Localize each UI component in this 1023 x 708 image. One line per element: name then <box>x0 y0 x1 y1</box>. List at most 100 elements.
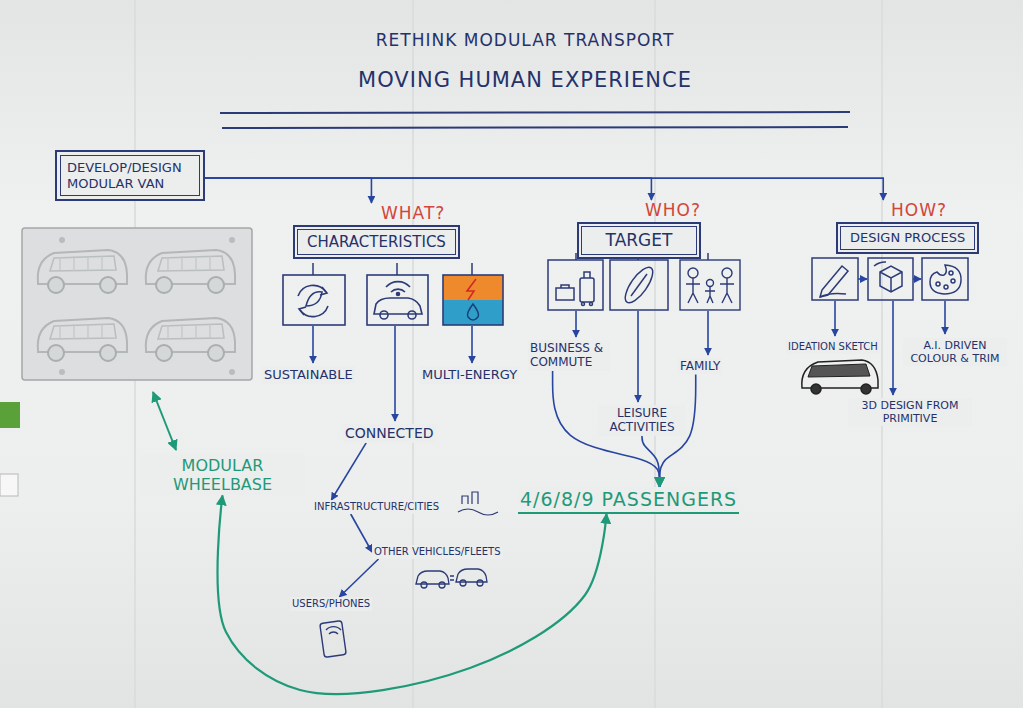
characteristics-links-part <box>312 263 314 275</box>
city-icon <box>458 492 498 515</box>
business-icon-part <box>561 285 569 288</box>
board-seam-part <box>412 0 414 708</box>
city-icon-part <box>462 492 478 504</box>
target-arrows-part <box>637 311 639 402</box>
ideation-van-sketch-part <box>861 384 871 394</box>
characteristics-box: WHAT?CHARACTERISTICS <box>293 203 460 259</box>
van-panel-part <box>229 237 235 243</box>
target-label: FAMILY <box>678 358 722 374</box>
node-text: BUSINESS & COMMUTE <box>528 340 610 371</box>
characteristics-arrows-part <box>394 326 396 421</box>
family-icon-part <box>686 278 700 303</box>
title-box: RETHINK MODULAR TRANSPORT <box>300 30 750 50</box>
ideation-van-sketch <box>802 360 878 394</box>
palette-icon-part <box>930 265 961 294</box>
connector <box>205 178 651 200</box>
target-arrows-part <box>575 311 577 337</box>
connector <box>205 178 883 200</box>
van-panel-part <box>38 318 127 361</box>
business-icon-part <box>580 278 594 302</box>
phone-icon-part <box>320 621 347 658</box>
leisure-icon-part <box>610 260 668 310</box>
sketch-icon-part <box>820 266 848 297</box>
palette-icon-part <box>936 282 940 286</box>
business-icon-part <box>556 288 574 300</box>
cube-icon-part <box>874 262 886 266</box>
palette-icon-part <box>951 279 955 283</box>
board-clip <box>0 402 20 496</box>
wheelbase-pointer <box>153 392 176 450</box>
node-text: 3D DESIGN FROM PRIMITIVE <box>848 398 972 426</box>
vehicles-icon-part <box>477 580 483 586</box>
characteristics-links-part <box>396 263 398 275</box>
box-text: CHARACTERISTICS <box>307 233 446 251</box>
family-icon-part <box>705 287 715 303</box>
vehicles-icon-part <box>456 569 487 582</box>
ideation-van-sketch-part <box>808 364 870 377</box>
design-arrows-part <box>913 278 921 280</box>
node-text: IDEATION SKETCH <box>786 340 880 354</box>
sustainable-icon-part <box>306 292 322 306</box>
box-text: DESIGN PROCESS <box>850 230 965 246</box>
family-icon-part <box>707 280 714 287</box>
diagram-title: RETHINK MODULAR TRANSPORT <box>300 30 750 50</box>
business-icon-part <box>582 303 585 306</box>
family-icon-part <box>688 268 698 278</box>
multi-energy-icon-part <box>443 275 503 300</box>
palette-icon-part <box>949 271 953 275</box>
node-text: DEVELOP/DESIGN MODULAR VAN <box>67 160 193 191</box>
van-panel-part <box>59 369 65 375</box>
target-box: WHO?TARGET <box>577 200 701 259</box>
question-heading: HOW? <box>836 200 979 222</box>
leisure-icon <box>610 260 668 310</box>
target-links-part <box>707 253 709 260</box>
node-text: MULTI-ENERGY <box>420 366 519 384</box>
van-panel-part <box>59 237 65 243</box>
node-text: 4/6/8/9 PASSENGERS <box>518 487 739 514</box>
design-box: DEVELOP/DESIGN MODULAR VAN <box>55 150 205 201</box>
sketch-icon-part <box>820 293 846 297</box>
leisure-icon-part <box>631 274 647 296</box>
characteristics-arrows-part <box>471 326 473 363</box>
board-seam-part <box>881 0 883 708</box>
target-label: LEISURE ACTIVITIES <box>598 405 686 436</box>
design-process-box: HOW? DESIGN PROCESS <box>836 200 979 254</box>
van-panel-part <box>146 250 235 293</box>
connector <box>642 436 660 487</box>
multi-energy-icon <box>443 275 503 325</box>
process-label: A.I. DRIVEN COLOUR & TRIM <box>903 338 1007 366</box>
board-seam-part <box>654 0 656 708</box>
connector <box>205 178 371 203</box>
design-arrows-part <box>944 301 946 334</box>
vehicles-icon-part <box>439 582 445 588</box>
business-icon-part <box>590 303 593 306</box>
box-text: TARGET <box>591 230 687 250</box>
connection-label: OTHER VEHICLES/FLEETS <box>372 545 503 559</box>
connector <box>339 559 378 597</box>
vehicles-icon-part <box>450 576 454 580</box>
trait-label: MULTI-ENERGY <box>420 366 519 384</box>
characteristics-arrows-part <box>312 326 314 363</box>
design-arrows-part <box>834 301 836 336</box>
cube-icon-part <box>868 258 913 300</box>
connection-label: USERS/PHONES <box>290 597 372 611</box>
van-panel-part <box>229 369 235 375</box>
palette-icon <box>922 258 968 300</box>
node-text: A.I. DRIVEN COLOUR & TRIM <box>903 338 1007 366</box>
sketch-icon-part <box>812 258 858 300</box>
node-text: OTHER VEHICLES/FLEETS <box>372 545 503 559</box>
business-icon-part <box>548 260 603 310</box>
phone-icon-part <box>326 627 341 634</box>
label-box: MOVING HUMAN EXPERIENCE <box>290 68 760 93</box>
phone-icon <box>320 621 347 658</box>
sustainable-icon-part <box>300 306 328 317</box>
family-icon-part <box>722 268 732 278</box>
node-text: CONNECTED <box>343 424 436 443</box>
heading-frame: CHARACTERISTICS <box>293 225 460 259</box>
target-arrows-part <box>707 311 709 355</box>
characteristics-links-part <box>471 263 473 275</box>
wheelbase-label: MODULAR WHEELBASE <box>140 455 305 495</box>
